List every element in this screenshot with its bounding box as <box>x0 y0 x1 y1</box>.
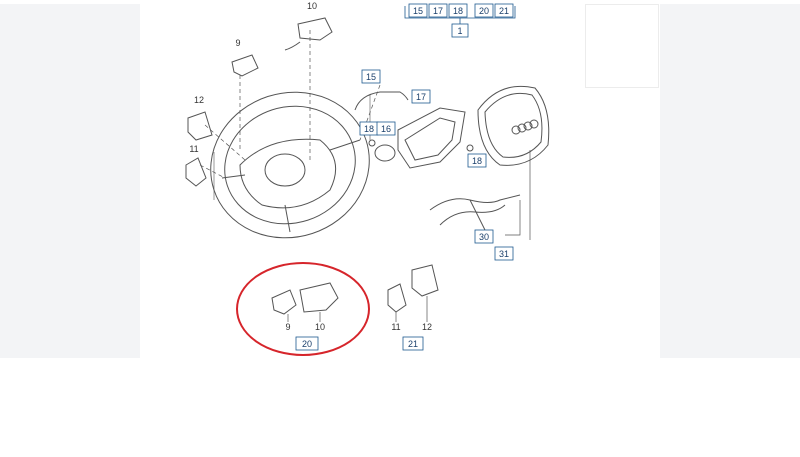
callout-18a: 18 <box>364 124 374 134</box>
top-group-ref-box <box>451 23 469 38</box>
label-box-17 <box>411 89 431 104</box>
callout-15: 15 <box>366 72 376 82</box>
exploded-leader-lines <box>199 30 381 179</box>
part-10-cable <box>284 41 301 51</box>
steering-wheel-center <box>264 153 306 187</box>
group-20-callout-9: 9 <box>285 322 290 332</box>
callout-16: 16 <box>381 124 391 134</box>
top-group-box-5 <box>494 3 514 18</box>
callout-11: 11 <box>189 144 198 154</box>
top-group-box-4 <box>474 3 494 18</box>
part-16-clock-spring <box>374 144 396 162</box>
top-group-box-2 <box>428 3 448 18</box>
top-group-label-17: 17 <box>433 6 443 16</box>
right-margin-panel <box>660 4 800 358</box>
part-12-paddle <box>187 111 213 141</box>
top-group-box-3 <box>448 3 468 18</box>
top-group-box-1 <box>408 3 428 18</box>
audi-rings-logo <box>511 119 539 135</box>
airbag-unit <box>477 85 550 166</box>
part-30-wiring-harness <box>429 194 521 231</box>
callout-31: 31 <box>499 249 509 259</box>
part-9-button-module <box>231 54 259 77</box>
top-group-label-18: 18 <box>453 6 463 16</box>
top-group-label-21: 21 <box>499 6 509 16</box>
label-box-18b <box>467 153 487 168</box>
part-17-inner <box>404 117 456 161</box>
top-group-label-20: 20 <box>479 6 489 16</box>
steering-wheel-rim-inner <box>224 105 356 225</box>
label-box-15 <box>361 69 381 84</box>
part-18-bolt-right <box>466 144 474 152</box>
group-20-part-10 <box>299 282 339 313</box>
label-box-30 <box>474 229 494 244</box>
part-17-airbag-frame <box>397 107 466 169</box>
image-placeholder-frame <box>585 4 659 88</box>
steering-wheel-hub <box>239 138 337 209</box>
airbag-unit-inner <box>484 92 543 158</box>
callout-17: 17 <box>416 92 426 102</box>
left-margin-panel <box>0 4 140 358</box>
diagram-canvas <box>140 0 660 358</box>
group-21-callout-11: 11 <box>391 322 400 332</box>
label-box-16 <box>376 121 396 136</box>
part-18-bolt-left <box>368 139 376 147</box>
label-box-21 <box>402 336 424 351</box>
part-15-cable <box>354 91 409 111</box>
group-21-part-11 <box>387 283 407 313</box>
part-11-paddle <box>185 157 207 187</box>
group-21-callout-12: 12 <box>422 322 432 332</box>
steering-wheel-spokes <box>221 139 361 233</box>
callout-10: 10 <box>307 1 317 11</box>
group-21-ref: 21 <box>408 339 418 349</box>
group-20-callout-10: 10 <box>315 322 325 332</box>
top-group-bracket <box>404 6 516 24</box>
label-box-31 <box>494 246 514 261</box>
highlight-circle <box>236 262 370 356</box>
label-box-20 <box>295 336 319 351</box>
callout-12: 12 <box>194 95 204 105</box>
top-group-ref-label: 1 <box>457 26 462 36</box>
top-group-label-15: 15 <box>413 6 423 16</box>
group-20-ref: 20 <box>302 339 312 349</box>
group-20-part-9 <box>271 289 297 315</box>
part-10-button-module <box>297 17 333 41</box>
callout-18b: 18 <box>472 156 482 166</box>
callout-30: 30 <box>479 232 489 242</box>
group-21-part-12 <box>411 264 439 297</box>
callout-9: 9 <box>235 38 240 48</box>
